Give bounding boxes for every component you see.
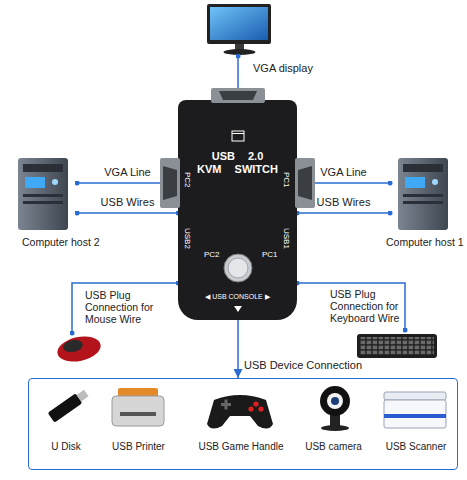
keyboard: USB Plug Connection for Keyboard Wire — [357, 330, 437, 362]
scanner-stripe — [384, 414, 446, 418]
wire-label: VGA Line — [307, 166, 381, 179]
node-label: USB 2.0 KVM SWITCH — [196, 150, 280, 175]
node-label: VGA display — [253, 62, 343, 75]
vga-port — [295, 158, 315, 208]
udisk-body — [48, 393, 83, 422]
node-label: USB Printer — [91, 441, 186, 453]
monitor-base — [224, 49, 256, 55]
usb-printer: USB Printer — [106, 386, 171, 436]
power-button — [432, 179, 438, 185]
node-label: Computer host 1 — [386, 236, 466, 248]
node-label: USB Game Handle — [191, 441, 291, 453]
connector-line — [297, 182, 390, 184]
node-label: USB2 — [183, 228, 192, 249]
connector-line — [237, 56, 239, 100]
computer-host: Computer host 1 — [390, 152, 457, 232]
camera-ring — [327, 393, 343, 409]
usb-device-group: USB Device ConnectionU DiskUSB PrinterUS… — [28, 378, 458, 470]
gamepad-dpad — [225, 400, 228, 410]
node-label: USB Plug Connection for Mouse Wire — [85, 289, 167, 325]
node-label: PC2 — [183, 172, 192, 188]
node-label: USB camera — [286, 441, 381, 453]
wire-label: VGA Line — [91, 166, 165, 179]
kvm-switch: USB 2.0 KVM SWITCHPC2PC1USB2USB1PC2PC1◀ … — [178, 100, 297, 320]
vga-port — [160, 158, 180, 208]
connector-line — [72, 283, 178, 333]
gamepad-body — [207, 395, 273, 429]
node-label: PC1 — [282, 172, 291, 188]
gamepad-dpad — [221, 403, 231, 406]
drive-bay — [23, 164, 63, 172]
scanner-body — [384, 400, 446, 428]
gamepad-button — [253, 401, 258, 406]
vga-socket — [298, 166, 312, 200]
mouse-body — [55, 333, 103, 366]
power-button — [52, 179, 58, 185]
mouse-buttons — [62, 338, 84, 354]
printer-slot — [120, 412, 156, 416]
camera-lens — [331, 397, 339, 405]
node-label: USB Device Connection — [244, 359, 384, 372]
monitor-frame — [207, 4, 271, 44]
camera-body — [320, 386, 350, 416]
camera-base — [321, 425, 349, 431]
drive-slot — [403, 201, 443, 204]
udisk-plug — [77, 390, 89, 402]
tower-lcd — [25, 177, 45, 188]
usb-scanner: USB Scanner — [381, 386, 451, 436]
usb-camera: USB camera — [301, 386, 366, 436]
tower-lcd — [405, 177, 425, 188]
node-label: PC2 — [204, 250, 220, 259]
tower-case — [398, 158, 448, 230]
node-label: USB Scanner — [369, 441, 463, 453]
node-label: USB1 — [282, 228, 291, 249]
keyboard-body — [357, 334, 437, 358]
vga-socket — [163, 166, 177, 200]
usb-gamepad: USB Game Handle — [206, 386, 276, 436]
drive-slot — [23, 194, 63, 197]
connector-line — [77, 212, 178, 214]
connector-line — [297, 212, 390, 214]
drive-slot — [403, 194, 443, 197]
node-label: PC1 — [262, 250, 278, 259]
computer-host: Computer host 2 — [10, 152, 77, 232]
vga-display: VGA display — [205, 0, 273, 56]
wire-label: USB Wires — [91, 196, 165, 209]
scanner-lid — [384, 392, 446, 400]
printer-top — [118, 388, 158, 398]
drive-bay — [403, 164, 443, 172]
node-label: Computer host 2 — [22, 236, 132, 248]
wire-label: USB Wires — [307, 196, 381, 209]
printer-body — [112, 396, 164, 426]
connector-line — [77, 182, 178, 184]
mouse: USB Plug Connection for Mouse Wire — [55, 333, 103, 363]
gamepad-button — [258, 406, 263, 411]
node-label: U Disk — [21, 441, 111, 453]
vga-socket — [219, 91, 257, 100]
drive-slot — [23, 201, 63, 204]
monitor-screen — [210, 7, 268, 40]
camera-stand — [330, 414, 340, 428]
node-label: USB Plug Connection for Keyboard Wire — [330, 288, 410, 324]
connector-group — [72, 56, 405, 378]
keyboard-keys — [360, 337, 434, 355]
usb-disk: U Disk — [41, 386, 91, 436]
monitor-neck — [235, 44, 244, 50]
tower-case — [18, 158, 68, 230]
gamepad-button — [248, 406, 253, 411]
connector-line — [237, 320, 239, 378]
node-label: ◀ USB CONSOLE ▶ — [178, 293, 297, 301]
